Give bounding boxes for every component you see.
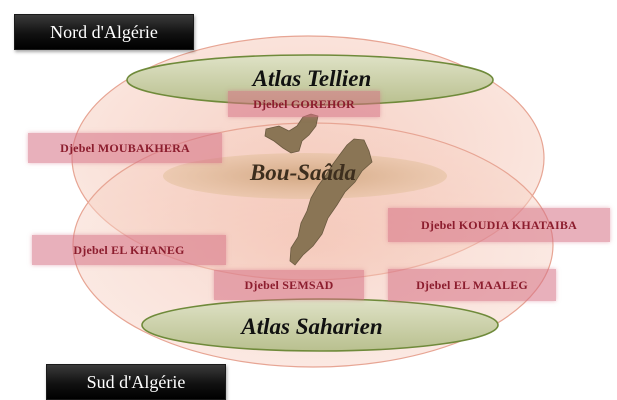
djebel-semsad-label: Djebel SEMSAD — [214, 270, 364, 300]
south-algeria-label: Sud d'Algérie — [46, 364, 226, 400]
djebel-moubakhera-label: Djebel MOUBAKHERA — [28, 133, 222, 163]
bou-saada-map-shape-north — [264, 113, 319, 154]
bou-saada-band — [163, 153, 447, 199]
atlas-saharien-title: Atlas Saharien — [241, 314, 383, 339]
north-algeria-label: Nord d'Algérie — [14, 14, 194, 50]
djebel-koudia-khataiba-label: Djebel KOUDIA KHATAIBA — [388, 208, 610, 242]
atlas-tellien-title: Atlas Tellien — [252, 66, 372, 91]
djebel-el-maaleg-label: Djebel EL MAALEG — [388, 269, 556, 301]
djebel-el-khaneg-label: Djebel EL KHANEG — [32, 235, 226, 265]
bou-saada-map-shape-south — [289, 138, 373, 266]
djebel-gorehor-label: Djebel GOREHOR — [228, 91, 380, 117]
bou-saada-title: Bou-Saâda — [249, 160, 357, 185]
